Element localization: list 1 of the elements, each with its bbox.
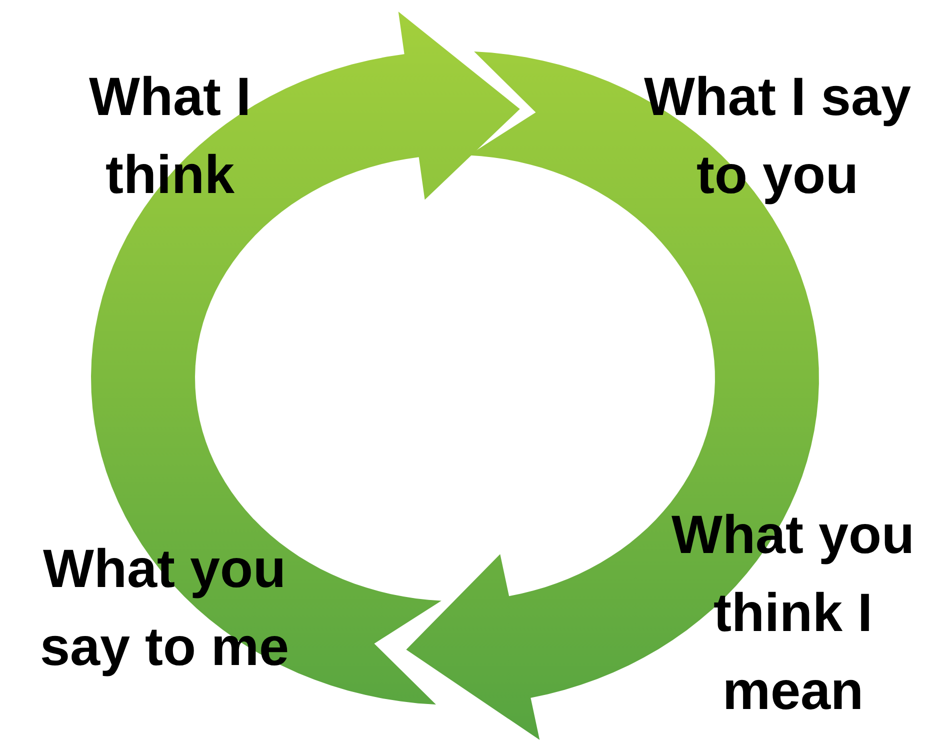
node-label: What I say to you <box>642 66 912 207</box>
